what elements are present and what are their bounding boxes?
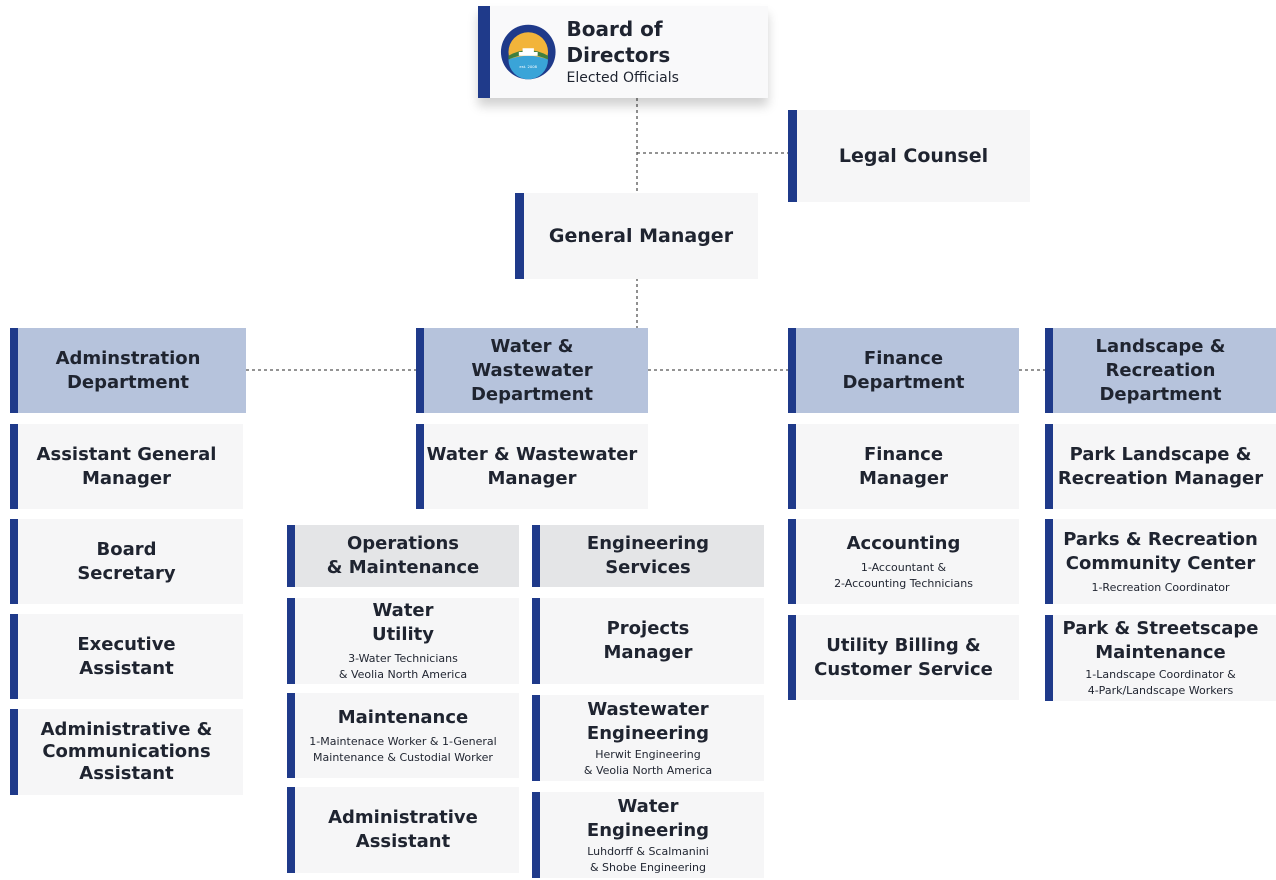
park-streetscape-maintenance-card: Park & Streetscape Maintenance 1-Landsca…: [1045, 615, 1276, 701]
administration-department-header: Adminstration Department: [10, 328, 246, 413]
water-utility-detail: 3-Water Technicians & Veolia North Ameri…: [338, 652, 468, 681]
legal-counsel-title: Legal Counsel: [838, 145, 989, 167]
water-engineering-detail: Luhdorff & Scalmanini & Shobe Engineerin…: [587, 844, 709, 874]
water-wastewater-department-header: Water & Wastewater Department: [416, 328, 648, 413]
landscape-recreation-department-header: Landscape & Recreation Department: [1045, 328, 1276, 413]
landscape-recreation-department-title: Landscape & Recreation Department: [1095, 335, 1226, 405]
board-subtitle: Elected Officials: [566, 70, 679, 86]
water-utility-title: Water Utility: [371, 600, 435, 645]
maintenance-title: Maintenance: [337, 706, 469, 728]
board-title: Board of Directors: [566, 17, 671, 67]
water-engineering-title: Water Engineering: [586, 795, 710, 841]
wastewater-engineering-detail: Herwit Engineering & Veolia North Americ…: [583, 747, 713, 777]
legal-counsel-card: Legal Counsel: [788, 110, 1030, 202]
park-streetscape-maintenance-detail: 1-Landscape Coordinator & 4-Park/Landsca…: [1085, 668, 1236, 697]
park-landscape-manager-title: Park Landscape & Recreation Manager: [1057, 443, 1264, 489]
water-engineering-card: Water Engineering Luhdorff & Scalmanini …: [532, 792, 764, 878]
administrative-communications-assistant-card: Administrative & Communications Assistan…: [10, 709, 243, 795]
ops-administrative-assistant-card: Administrative Assistant: [287, 787, 519, 873]
administration-department-title: Adminstration Department: [55, 347, 201, 393]
engineering-services-header: Engineering Services: [532, 525, 764, 587]
water-wastewater-manager-title: Water & Wastewater Manager: [426, 443, 638, 489]
projects-manager-card: Projects Manager: [532, 598, 764, 684]
board-secretary-title: Board Secretary: [77, 538, 176, 584]
town-seal-icon: est. 2008: [500, 24, 556, 80]
board-of-directors-card: est. 2008 Board of Directors Elected Off…: [478, 6, 768, 98]
parks-recreation-center-card: Parks & Recreation Community Center 1-Re…: [1045, 519, 1276, 604]
water-wastewater-department-title: Water & Wastewater Department: [470, 335, 594, 405]
wastewater-engineering-card: Wastewater Engineering Herwit Engineerin…: [532, 695, 764, 781]
administrative-communications-assistant-title: Administrative & Communications Assistan…: [40, 719, 213, 784]
water-wastewater-manager-card: Water & Wastewater Manager: [416, 424, 648, 509]
executive-assistant-title: Executive Assistant: [77, 633, 176, 679]
wastewater-engineering-title: Wastewater Engineering: [586, 698, 710, 744]
general-manager-card: General Manager: [515, 193, 758, 279]
engineering-services-title: Engineering Services: [586, 533, 710, 578]
maintenance-card: Maintenance 1-Maintenace Worker & 1-Gene…: [287, 693, 519, 778]
operations-maintenance-title: Operations & Maintenance: [326, 533, 480, 578]
board-secretary-card: Board Secretary: [10, 519, 243, 604]
parks-recreation-center-detail: 1-Recreation Coordinator: [1091, 580, 1230, 594]
operations-maintenance-header: Operations & Maintenance: [287, 525, 519, 587]
accounting-card: Accounting 1-Accountant & 2-Accounting T…: [788, 519, 1019, 604]
assistant-general-manager-card: Assistant General Manager: [10, 424, 243, 509]
utility-billing-card: Utility Billing & Customer Service: [788, 615, 1019, 700]
general-manager-title: General Manager: [548, 225, 734, 247]
assistant-general-manager-title: Assistant General Manager: [36, 443, 217, 489]
finance-manager-card: Finance Manager: [788, 424, 1019, 509]
finance-manager-title: Finance Manager: [859, 443, 948, 489]
finance-department-header: Finance Department: [788, 328, 1019, 413]
ops-administrative-assistant-title: Administrative Assistant: [328, 807, 478, 852]
projects-manager-title: Projects Manager: [603, 618, 693, 663]
svg-text:est. 2008: est. 2008: [519, 65, 537, 69]
water-utility-card: Water Utility 3-Water Technicians & Veol…: [287, 598, 519, 684]
park-streetscape-maintenance-title: Park & Streetscape Maintenance: [1062, 618, 1259, 663]
finance-department-title: Finance Department: [842, 347, 965, 393]
accounting-title: Accounting: [846, 532, 961, 554]
executive-assistant-card: Executive Assistant: [10, 614, 243, 699]
park-landscape-manager-card: Park Landscape & Recreation Manager: [1045, 424, 1276, 509]
maintenance-detail: 1-Maintenace Worker & 1-General Maintena…: [309, 734, 497, 764]
accounting-detail: 1-Accountant & 2-Accounting Technicians: [834, 560, 973, 590]
parks-recreation-center-title: Parks & Recreation Community Center: [1063, 528, 1258, 574]
utility-billing-title: Utility Billing & Customer Service: [814, 634, 993, 680]
